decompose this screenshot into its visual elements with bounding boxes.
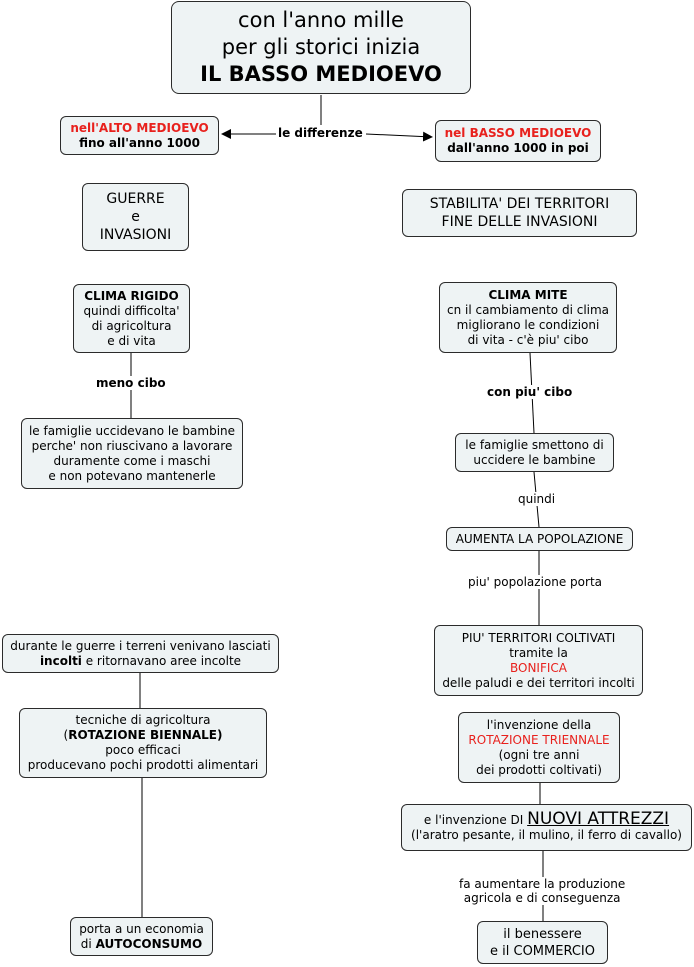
increases-line-1: fa aumentare la produzione xyxy=(459,877,626,891)
climate-rigid-line-2: quindi difficolta' xyxy=(83,303,180,318)
families-stop-line-1: le famiglie smettono di xyxy=(465,437,604,452)
title-line-3: IL BASSO MEDIOEVO xyxy=(200,62,442,86)
climate-mild-line-3: migliorano le condizioni xyxy=(456,317,600,332)
node-population: AUMENTA LA POPOLAZIONE xyxy=(446,527,633,551)
alto-label-red: nell'ALTO MEDIOEVO xyxy=(70,120,209,135)
node-land-uncultivated: durante le guerre i terreni venivano las… xyxy=(2,634,279,673)
climate-mild-title: CLIMA MITE xyxy=(488,287,568,302)
node-basso-medioevo: nel BASSO MEDIOEVO dall'anno 1000 in poi xyxy=(435,120,601,162)
increases-line-2: agricola e di conseguenza xyxy=(463,891,621,905)
families-stop-line-2: uccidere le bambine xyxy=(473,452,596,467)
basso-label-years: dall'anno 1000 in poi xyxy=(447,141,589,155)
node-wars: GUERRE e INVASIONI xyxy=(82,183,189,251)
territories-line-2: tramite la xyxy=(509,645,568,660)
economy-line-2: di AUTOCONSUMO xyxy=(81,937,202,952)
land-line-1: durante le guerre i terreni venivano las… xyxy=(10,638,271,653)
edge-label-more-population: piu' popolazione porta xyxy=(468,575,603,589)
node-triennial-rotation: l'invenzione della ROTAZIONE TRIENNALE (… xyxy=(458,712,620,783)
title-node: con l'anno mille per gli storici inizia … xyxy=(171,1,471,94)
tech-bold: ROTAZIONE BIENNALE) xyxy=(68,728,223,742)
node-wellbeing: il benessere e il COMMERCIO xyxy=(477,921,608,964)
edge-label-more-food: con piu' cibo xyxy=(487,385,573,399)
rotation-line-1: l'invenzione della xyxy=(486,717,592,732)
wars-line-3: INVASIONI xyxy=(99,227,172,243)
edge-label-therefore: quindi xyxy=(518,492,556,506)
stability-line-1: STABILITA' DEI TERRITORI xyxy=(429,196,610,212)
land-line-2: incolti e ritornavano aree incolte xyxy=(40,654,241,669)
node-new-tools: e l'invenzione DI NUOVI ATTREZZI (l'arat… xyxy=(401,804,692,851)
edge-label-differences: le differenze xyxy=(278,126,363,140)
territories-line-4: delle paludi e dei territori incolti xyxy=(442,675,635,690)
alto-label-years: fino all'anno 1000 xyxy=(79,135,200,150)
land-bold-word: incolti xyxy=(39,653,82,668)
tools-big-label: NUOVI ATTREZZI xyxy=(527,809,670,829)
node-climate-rigid: CLIMA RIGIDO quindi difficolta' di agric… xyxy=(73,284,190,353)
title-line-1: con l'anno mille xyxy=(238,8,404,32)
node-territories: PIU' TERRITORI COLTIVATI tramite la BONI… xyxy=(434,625,643,696)
climate-rigid-line-3: di agricoltura xyxy=(91,318,172,333)
node-families-stop: le famiglie smettono di uccidere le bamb… xyxy=(455,433,614,472)
tech-line-4: producevano pochi prodotti alimentari xyxy=(27,758,259,772)
territories-line-1: PIU' TERRITORI COLTIVATI xyxy=(461,630,616,645)
rotation-line-4: dei prodotti coltivati) xyxy=(476,762,602,777)
families-killed-line-4: e non potevano mantenerle xyxy=(48,468,216,483)
rotation-line-3: (ogni tre anni xyxy=(498,747,580,762)
node-families-killed: le famiglie uccidevano le bambine perche… xyxy=(21,418,243,489)
land-line-2-rest: e ritornavano aree incolte xyxy=(81,653,242,668)
economy-prefix: di xyxy=(80,936,96,951)
tech-line-2: (ROTAZIONE BIENNALE) xyxy=(64,728,223,743)
title-line-2: per gli storici inizia xyxy=(221,35,421,59)
tools-line-2: (l'aratro pesante, il mulino, il ferro d… xyxy=(411,828,682,842)
stability-line-2: FINE DELLE INVASIONI xyxy=(441,214,598,230)
families-killed-line-2: perche' non riuscivano a lavorare xyxy=(31,438,233,453)
tech-line-1: tecniche di agricoltura xyxy=(75,713,211,727)
wellbeing-line-1: il benessere xyxy=(503,926,582,942)
node-self-consumption: porta a un economia di AUTOCONSUMO xyxy=(70,917,213,956)
tools-prefix: e l'invenzione DI xyxy=(423,813,528,827)
rotation-triennial: ROTAZIONE TRIENNALE xyxy=(468,732,610,747)
territories-bonifica: BONIFICA xyxy=(509,660,567,675)
economy-bold: AUTOCONSUMO xyxy=(95,936,203,951)
tech-line-3: poco efficaci xyxy=(105,743,181,757)
node-alto-medioevo: nell'ALTO MEDIOEVO fino all'anno 1000 xyxy=(60,116,219,155)
edge-label-less-food: meno cibo xyxy=(96,376,166,390)
edge-label-increases: fa aumentare la produzione agricola e di… xyxy=(459,877,626,905)
population-label: AUMENTA LA POPOLAZIONE xyxy=(455,531,624,546)
economy-line-1: porta a un economia xyxy=(79,921,204,936)
node-biennial-rotation: tecniche di agricoltura (ROTAZIONE BIENN… xyxy=(19,708,267,778)
climate-mild-line-2: cn il cambiamento di clima xyxy=(446,302,610,317)
wars-line-1: GUERRE xyxy=(106,191,165,207)
families-killed-line-1: le famiglie uccidevano le bambine xyxy=(28,423,236,438)
tools-line-1: e l'invenzione DI NUOVI ATTREZZI xyxy=(423,809,670,829)
node-climate-mild: CLIMA MITE cn il cambiamento di clima mi… xyxy=(439,282,617,353)
wars-line-2: e xyxy=(131,209,140,225)
climate-rigid-line-4: e di vita xyxy=(107,333,156,348)
basso-label-red: nel BASSO MEDIOEVO xyxy=(444,126,592,140)
climate-rigid-title: CLIMA RIGIDO xyxy=(84,288,179,303)
tech-paren: ( xyxy=(63,728,69,742)
arrow-to-basso xyxy=(365,131,433,142)
node-stability: STABILITA' DEI TERRITORI FINE DELLE INVA… xyxy=(402,189,637,237)
families-killed-line-3: duramente come i maschi xyxy=(53,453,211,468)
wellbeing-line-2: e il COMMERCIO xyxy=(490,943,595,959)
climate-mild-line-4: di vita - c'è piu' cibo xyxy=(467,332,589,347)
